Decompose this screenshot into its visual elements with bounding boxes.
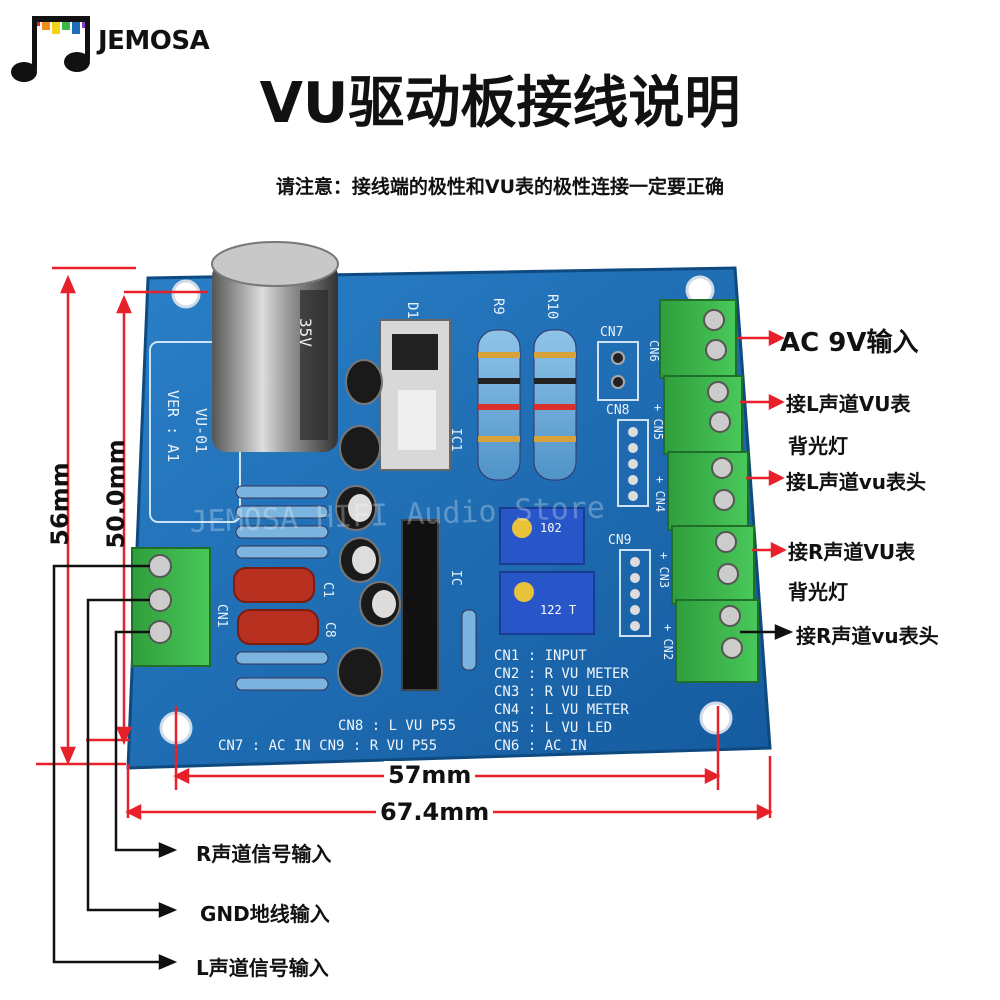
dim-height-outer: 56mm bbox=[46, 462, 74, 546]
silk-cn6: CN6 bbox=[647, 340, 661, 362]
dim-width-holes: 57mm bbox=[384, 761, 476, 789]
silk-cn9: CN9 bbox=[608, 533, 631, 548]
silk-legend-line: CN6 : AC IN bbox=[494, 738, 587, 754]
silk-legend-bottom: CN8 : L VU P55 bbox=[338, 718, 456, 734]
terminal-cn6 bbox=[659, 299, 737, 379]
label-l-signal: L声道信号输入 bbox=[196, 956, 329, 980]
silk-d1: D1 bbox=[404, 302, 420, 319]
silk-r9: R9 bbox=[490, 298, 506, 315]
terminal-cn2 bbox=[675, 599, 759, 683]
label-r-signal: R声道信号输入 bbox=[196, 842, 332, 866]
trimmer-pot bbox=[499, 507, 585, 565]
label-ac-input: AC 9V输入 bbox=[780, 328, 919, 358]
silk-cn8: CN8 bbox=[606, 403, 629, 418]
mount-hole bbox=[699, 701, 733, 735]
film-capacitor-c8 bbox=[237, 609, 319, 645]
silk-trimmer: 102 bbox=[540, 521, 562, 535]
ic-chip bbox=[401, 519, 439, 691]
label-r-backlight: 接R声道VU表 bbox=[788, 540, 916, 564]
silk-model: VU-01 bbox=[192, 408, 210, 453]
label-r-meter: 接R声道vu表头 bbox=[796, 624, 939, 648]
silk-cn3: + CN3 bbox=[657, 552, 671, 588]
label-gnd: GND地线输入 bbox=[200, 902, 330, 926]
resistor-r9 bbox=[477, 329, 521, 481]
label-l-backlight-2: 背光灯 bbox=[788, 434, 848, 458]
notice-text: 请注意：接线端的极性和VU表的极性连接一定要正确 bbox=[275, 176, 725, 198]
label-l-meter: 接L声道vu表头 bbox=[786, 470, 927, 494]
silk-trimmer-2: 122 T bbox=[540, 603, 576, 617]
silk-c1: C1 bbox=[320, 582, 335, 598]
header-cn9 bbox=[619, 549, 651, 637]
header-cn7 bbox=[597, 341, 639, 401]
label-l-backlight: 接L声道VU表 bbox=[786, 392, 911, 416]
silk-cn7: CN7 bbox=[600, 325, 623, 340]
silk-legend-line: CN2 : R VU METER bbox=[494, 666, 629, 682]
trimmer-pot bbox=[499, 571, 595, 635]
silk-cn5: + CN5 bbox=[651, 404, 665, 440]
film-capacitor-c1 bbox=[233, 567, 315, 603]
silk-r10: R10 bbox=[544, 294, 560, 319]
page-title: VU驱动板接线说明 bbox=[259, 71, 741, 136]
silk-legend-line: CN4 : L VU METER bbox=[494, 702, 629, 718]
silk-legend-line: CN1 : INPUT bbox=[494, 648, 587, 664]
silk-ic1: IC1 bbox=[448, 428, 463, 451]
dim-width-board: 67.4mm bbox=[376, 798, 494, 826]
small-resistors bbox=[235, 485, 477, 691]
silk-c8: C8 bbox=[322, 622, 337, 638]
label-r-backlight-2: 背光灯 bbox=[788, 580, 848, 604]
silk-cn4: + CN4 bbox=[653, 476, 667, 512]
terminal-cn3 bbox=[671, 525, 755, 605]
header-cn8 bbox=[617, 419, 649, 507]
silk-cn2: + CN2 bbox=[661, 624, 675, 660]
silk-version: VER : A1 bbox=[164, 390, 182, 462]
terminal-cn4 bbox=[667, 451, 749, 531]
silk-cap-voltage: 35V bbox=[296, 318, 315, 347]
silk-ic: IC bbox=[448, 570, 463, 586]
silk-cn1: CN1 bbox=[214, 604, 229, 627]
dim-height-inner: 50.0mm bbox=[102, 439, 130, 549]
brand-name: JEMOSA bbox=[98, 26, 210, 56]
terminal-cn5 bbox=[663, 375, 743, 455]
music-note-icon bbox=[11, 16, 90, 82]
mount-hole bbox=[171, 279, 201, 309]
silk-legend-bottom: CN7 : AC IN CN9 : R VU P55 bbox=[218, 738, 437, 754]
brand-logo bbox=[10, 14, 100, 86]
silk-legend-line: CN5 : L VU LED bbox=[494, 720, 612, 736]
resistor-r10 bbox=[533, 329, 577, 481]
silk-legend-line: CN3 : R VU LED bbox=[494, 684, 612, 700]
